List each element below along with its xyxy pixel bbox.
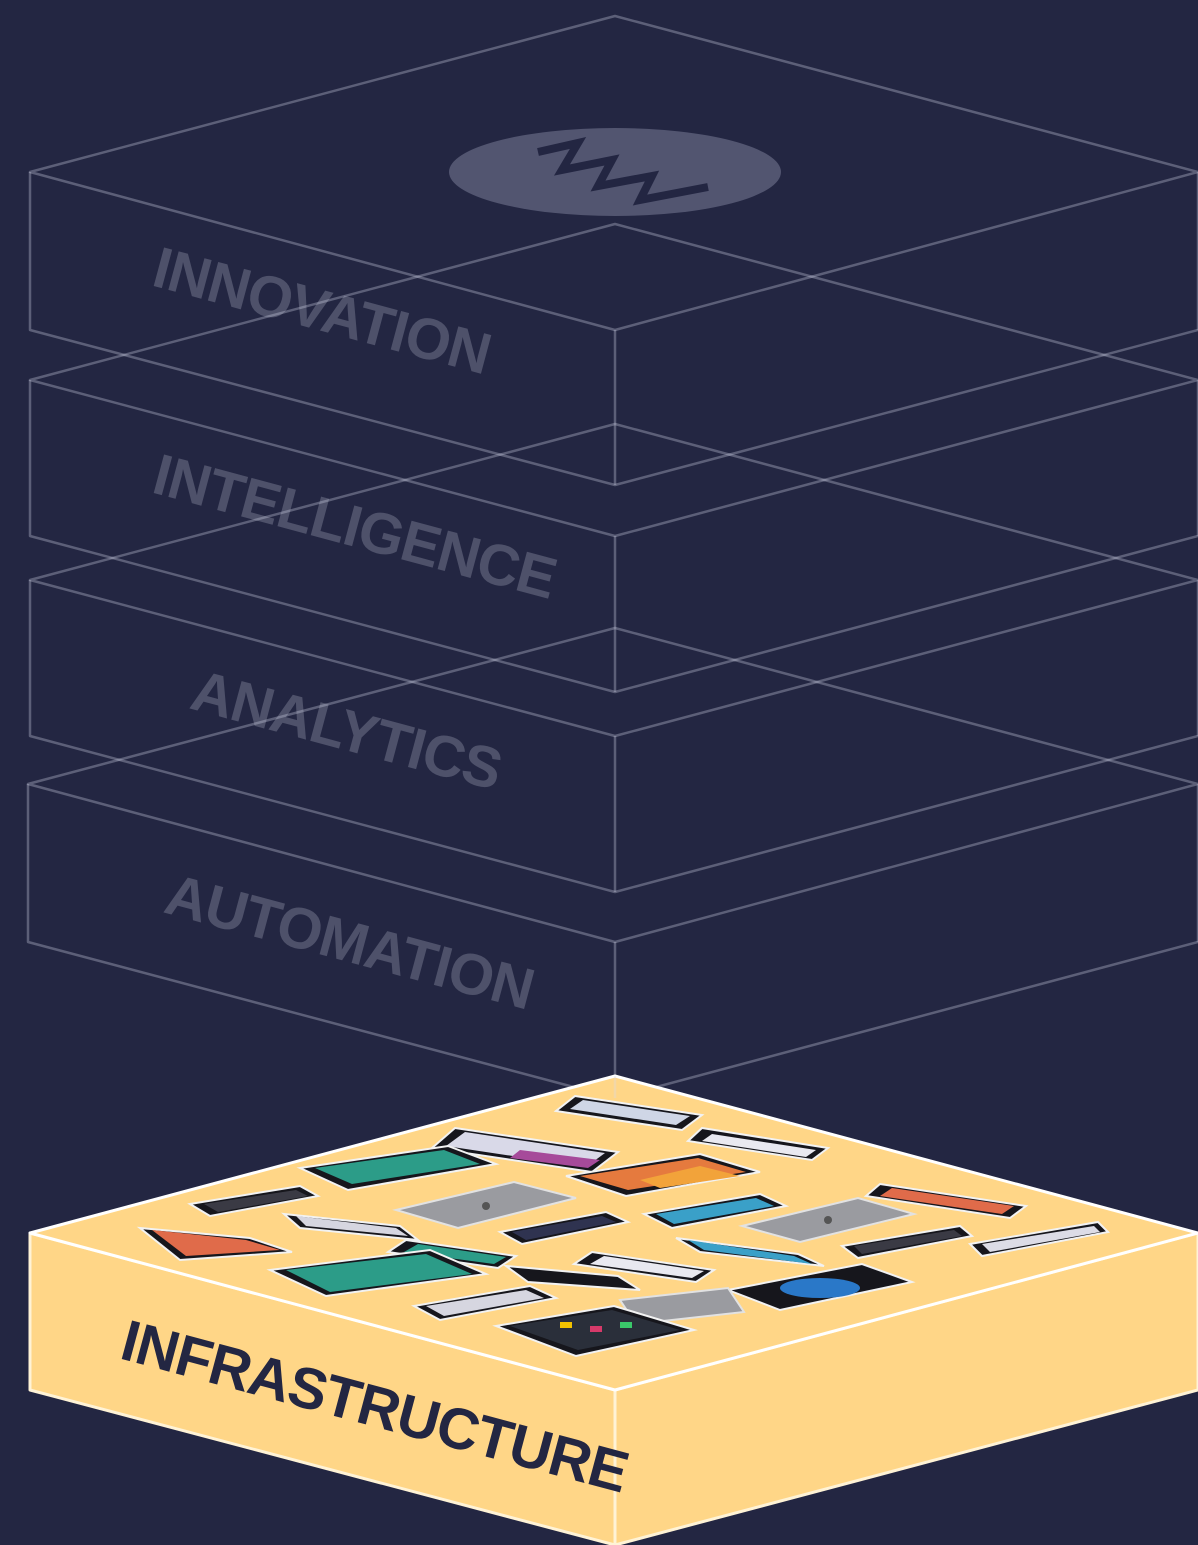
device-tablet-icon	[392, 1180, 577, 1230]
device-phone-icon	[571, 1250, 717, 1284]
device-tablet-icon	[565, 1152, 761, 1198]
device-phone-icon	[187, 1184, 321, 1218]
zigzag-logo-icon	[449, 128, 781, 216]
device-phone-icon	[410, 1284, 560, 1322]
device-phone-icon	[497, 1210, 632, 1246]
devices-collage	[136, 1094, 1111, 1358]
layer-infrastructure: INFRASTRUCTURE	[28, 1074, 1198, 1545]
device-tablet-icon	[296, 1144, 500, 1192]
layer-label-automation: AUTOMATION	[159, 862, 541, 1023]
device-phone-icon	[967, 1220, 1111, 1258]
device-phone-icon	[685, 1126, 831, 1162]
device-phone-icon	[385, 1238, 519, 1270]
device-tablet-icon	[724, 1262, 916, 1312]
device-phone-icon	[863, 1182, 1029, 1220]
device-phone-icon	[640, 1192, 790, 1230]
device-tablet-icon	[266, 1248, 490, 1298]
device-phone-icon	[839, 1224, 975, 1260]
layer-innovation: INNOVATION	[28, 14, 1198, 487]
layer-label-innovation: INNOVATION	[147, 235, 498, 387]
device-tablet-icon	[429, 1126, 621, 1174]
device-tablet-icon	[553, 1094, 705, 1132]
device-tablet-icon	[738, 1196, 918, 1244]
device-phone-icon	[136, 1226, 293, 1262]
device-phone-icon	[280, 1212, 422, 1242]
device-tablet-icon	[502, 1264, 641, 1291]
device-phone-icon	[675, 1237, 825, 1267]
device-tablet-icon	[492, 1304, 698, 1358]
